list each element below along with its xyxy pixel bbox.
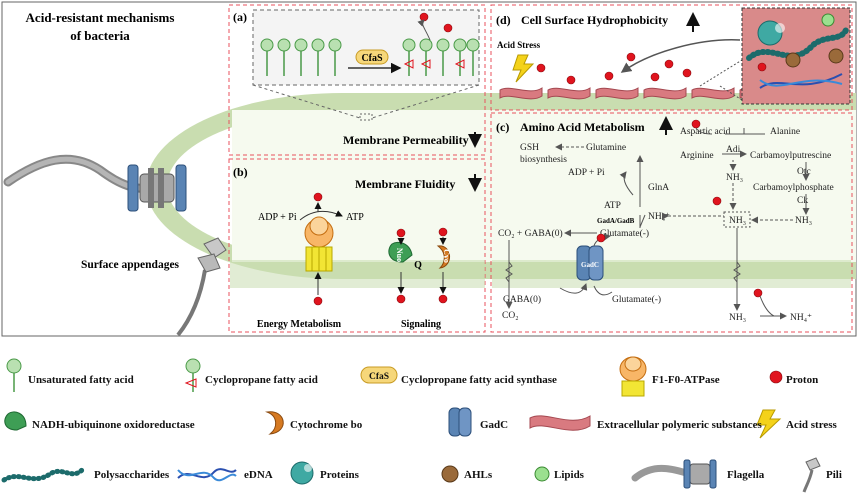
legend-flagella-icon xyxy=(631,459,717,489)
legend-label-eps: Extracellular polymeric substances xyxy=(597,419,762,431)
legend-label-edna: eDNA xyxy=(244,469,273,481)
legend-ahls-icon xyxy=(441,465,459,483)
otc-label: Otc xyxy=(797,167,811,177)
panel-a: (a) CfaS Membrane Permeability xyxy=(228,4,486,156)
legend-lipids-icon xyxy=(534,466,550,482)
ck-label: Ck xyxy=(797,196,808,206)
nh3-box-label: NH₃ xyxy=(729,216,746,226)
legend-nuo-icon xyxy=(4,411,27,431)
panel-d-label: (d) xyxy=(496,13,511,27)
carbamoylphosphate-label: Carbamoylphosphate xyxy=(753,183,834,193)
pilus xyxy=(176,237,227,337)
biosynthesis-label: biosynthesis xyxy=(520,155,567,165)
atp-synthase xyxy=(304,216,334,272)
c-atp: ATP xyxy=(604,201,621,211)
panel-d: (d) Cell Surface Hydrophobicity Acid Str… xyxy=(490,4,853,111)
panel-b-label: (b) xyxy=(233,165,248,179)
signaling-label: Signaling xyxy=(401,319,441,330)
legend-cyo-icon xyxy=(266,411,284,435)
legend-label-unsaturated-fatty-acid: Unsaturated fatty acid xyxy=(28,374,134,386)
carbamoylputrescine-label: Carbamoylputrescine xyxy=(750,151,831,161)
b-atp: ATP xyxy=(346,212,364,223)
cfas-enzyme xyxy=(355,49,389,65)
legend-polysaccharides-icon xyxy=(1,467,85,483)
cell-surface-hydrophobicity-label: Cell Surface Hydrophobicity xyxy=(521,13,668,27)
amino-acid-metabolism-label: Amino Acid Metabolism xyxy=(520,120,645,134)
membrane-fluidity-label: Membrane Fluidity xyxy=(355,177,455,191)
b-adp-pi: ADP + Pi xyxy=(258,212,297,223)
legend-edna-icon xyxy=(177,468,237,482)
acid-stress-label: Acid Stress xyxy=(497,40,541,50)
glna-label: GlnA xyxy=(648,183,669,193)
nh4-out-label: NH₄⁺ xyxy=(790,313,812,323)
gad-enzyme-label: GadA/GadB xyxy=(597,217,635,225)
c-adp-pi: ADP + Pi xyxy=(568,168,605,178)
legend-proteins-icon xyxy=(290,461,314,485)
glutamate-out-label: Glutamate(-) xyxy=(612,294,661,305)
aspartic-acid-label: Aspartic acid xyxy=(680,127,731,137)
legend-label-proton: Proton xyxy=(786,374,818,386)
legend-label-flagella: Flagella xyxy=(727,469,765,481)
cyo-label: Cyo xyxy=(442,249,451,263)
legend-unsaturated-fatty-acid-icon xyxy=(6,358,22,392)
legend-cfas-icon xyxy=(360,366,398,384)
glutamine-label: Glutamine xyxy=(586,143,626,153)
panel-b: (b) Membrane Fluidity ADP + Pi ATP Energ… xyxy=(228,158,486,333)
legend-label-gadc: GadC xyxy=(480,419,508,431)
legend-atpase-icon xyxy=(619,356,647,397)
legend-cyclopropane-fatty-acid-icon xyxy=(184,358,201,392)
legend-label-pili: Pili xyxy=(826,469,842,481)
surface-appendages-label: Surface appendages xyxy=(81,259,180,271)
legend-label-acid-stress: Acid stress xyxy=(786,419,838,431)
legend-label-proteins: Proteins xyxy=(320,469,360,481)
cfas-label: CfaS xyxy=(361,53,383,64)
nuo-complex xyxy=(388,241,413,263)
legend-gadc-icon xyxy=(448,407,472,437)
q-label: Q xyxy=(414,260,422,271)
acid-stress-bolt xyxy=(512,54,535,83)
nh3-2-label: NH₃ xyxy=(795,216,812,226)
panel-c-label: (c) xyxy=(496,120,509,134)
legend-acid-stress-icon xyxy=(756,409,782,439)
legend-label-polysaccharides: Polysaccharides xyxy=(94,469,170,481)
membrane-permeability-label: Membrane Permeability xyxy=(343,133,469,147)
legend-label-cyclopropane-fatty-acid: Cyclopropane fatty acid xyxy=(205,374,318,386)
arginine-label: Arginine xyxy=(680,151,714,161)
panel-c: (c) Amino Acid Metabolism GSH biosynthes… xyxy=(490,112,853,333)
legend-label-nuo: NADH-ubiquinone oxidoreductase xyxy=(32,419,195,431)
co2-out-label: CO₂ xyxy=(502,311,519,321)
gaba-out-label: GABA(0) xyxy=(503,294,541,305)
energy-metabolism-label: Energy Metabolism xyxy=(257,319,342,330)
cyo-complex xyxy=(436,245,450,269)
adi-label: Adi xyxy=(726,145,741,155)
panel-a-label: (a) xyxy=(233,10,247,24)
alanine-label: Alanine xyxy=(770,127,800,137)
legend-label-cfas-full: Cyclopropane fatty acid synthase xyxy=(401,374,557,386)
glutamate-label: Glutamate(-) xyxy=(600,228,649,239)
flagellum xyxy=(3,154,187,212)
gadc-label: GadC xyxy=(581,261,599,269)
legend: Unsaturated fatty acid Cyclopropane fatt… xyxy=(1,356,842,493)
legend-label-lipids: Lipids xyxy=(554,469,585,481)
gsh-label: GSH xyxy=(520,143,539,153)
co2-gaba-label: CO₂ + GABA(0) xyxy=(498,228,563,239)
legend-eps-icon xyxy=(529,415,591,431)
legend-pili-icon xyxy=(802,457,821,493)
nh3-out-label: NH₃ xyxy=(729,313,746,323)
legend-label-ahls: AHLs xyxy=(464,469,493,481)
nh4-label: NH₄⁺ xyxy=(648,212,670,222)
legend-label-cfas: CfaS xyxy=(369,372,389,382)
legend-label-atpase: F1-F0-ATPase xyxy=(652,374,720,386)
gadc-transporter: GadC xyxy=(576,245,604,281)
main-title-line1: Acid-resistant mechanisms xyxy=(26,10,175,25)
legend-label-cyo: Cytochrome bo xyxy=(290,419,363,431)
legend-proton-icon xyxy=(769,370,783,384)
nuo-label: Nuo xyxy=(395,248,404,262)
main-title-line2: of bacteria xyxy=(70,28,130,43)
nh3-1-label: NH₃ xyxy=(726,173,743,183)
